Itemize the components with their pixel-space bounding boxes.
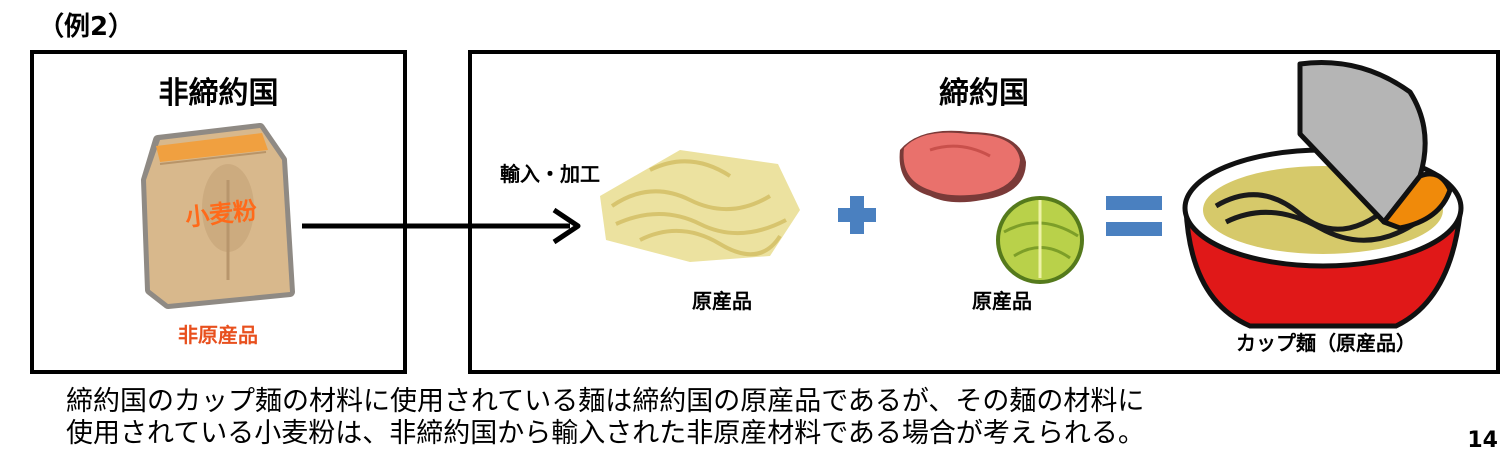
non-contracting-country-title: 非締約国 (158, 76, 279, 111)
caption: 締約国のカップ麺の材料に使用されている麺は締約国の原産品であるが、その麺の材料に… (66, 386, 1145, 450)
contracting-country-title: 締約国 (939, 76, 1029, 111)
example-label: （例2） (38, 12, 135, 42)
cabbage-icon (996, 196, 1084, 284)
plus-icon (838, 196, 876, 234)
arrow-icon (302, 207, 581, 245)
product-label: カップ麺（原産品） (1236, 331, 1416, 355)
equals-icon (1106, 196, 1162, 236)
ingredients-origin-label: 原産品 (972, 289, 1032, 313)
meat-icon (899, 130, 1026, 203)
cup-noodle-icon (1182, 60, 1464, 329)
non-origin-label: 非原産品 (178, 323, 258, 347)
caption-line-1: 締約国のカップ麺の材料に使用されている麺は締約国の原産品であるが、その麺の材料に (66, 386, 1145, 417)
page-number: 14 (1467, 428, 1498, 453)
process-label: 輸入・加工 (500, 162, 600, 186)
caption-line-2: 使用されている小麦粉は、非締約国から輸入された非原産材料である場合が考えられる。 (66, 418, 1145, 449)
contracting-country-box: 締約国 (468, 50, 1500, 374)
non-contracting-country-box: 非締約国 (30, 50, 407, 374)
flour-bag-icon: 小麦粉 (141, 123, 295, 309)
noodle-origin-label: 原産品 (692, 289, 752, 313)
noodle-block-icon (600, 150, 800, 262)
